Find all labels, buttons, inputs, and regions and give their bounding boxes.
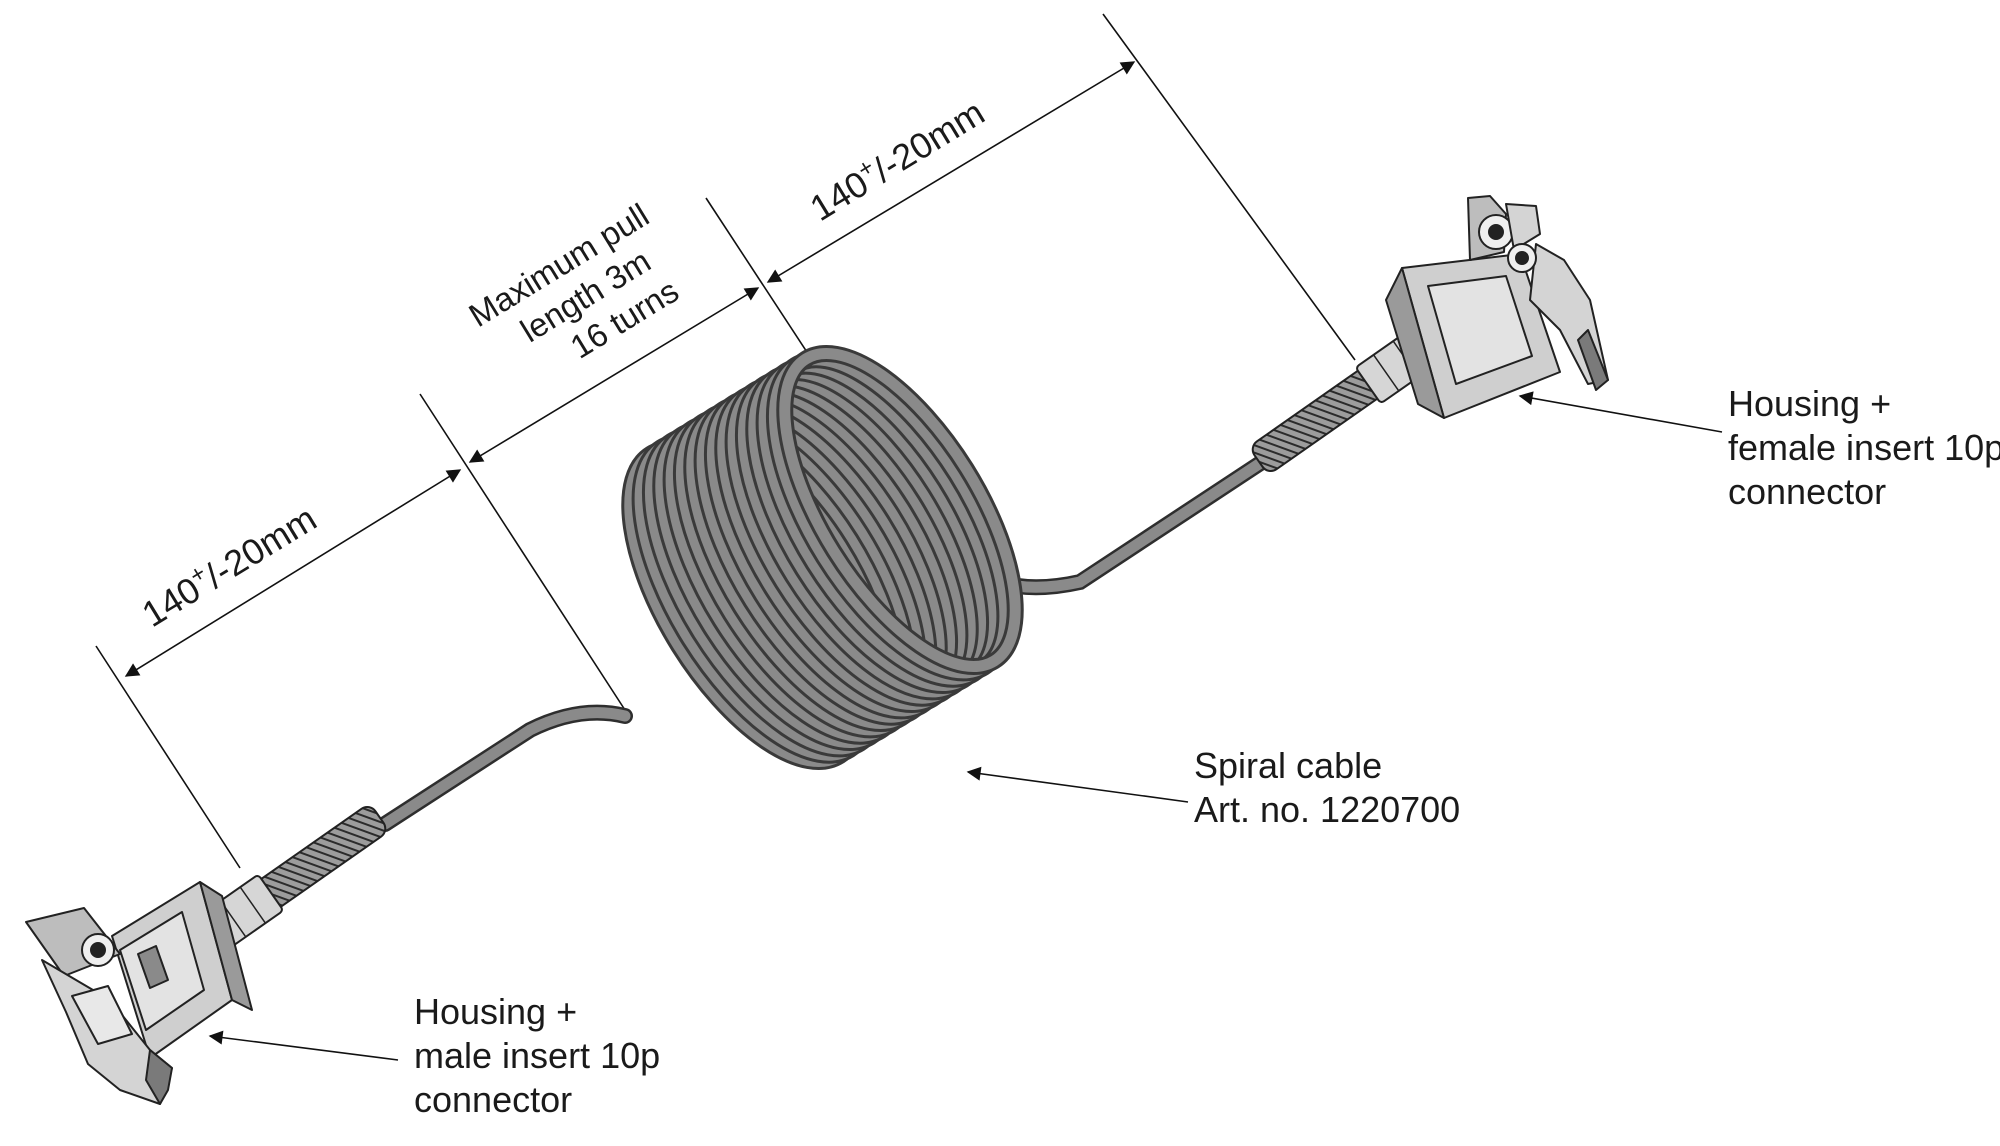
cable-left-core — [379, 707, 631, 830]
leader-lines — [208, 391, 1723, 1061]
cable-left — [377, 704, 633, 832]
male-connector-housing — [25, 881, 253, 1105]
callout-spiral-line1: Spiral cable — [1194, 745, 1383, 786]
extension-line-left-spiral-start — [419, 393, 626, 711]
dimension-line-left — [124, 469, 462, 677]
callout-spiral-line2: Art. no. 1220700 — [1194, 789, 1461, 830]
leader-female — [1518, 391, 1723, 433]
callout-male-connector: Housing + male insert 10p connector — [414, 990, 660, 1122]
dimension-label-left: 140+/-20mm — [134, 496, 324, 635]
coil-turn-core — [779, 347, 1021, 673]
dimension-line-spiral — [468, 287, 760, 463]
leader-male — [208, 1030, 399, 1061]
spiral-coil — [621, 344, 1024, 771]
extension-line-male-end — [95, 645, 241, 869]
callout-spiral-cable: Spiral cable Art. no. 1220700 — [1194, 744, 1460, 832]
dimension-line-right — [766, 61, 1136, 283]
callout-male-line2: male insert 10p — [414, 1035, 661, 1076]
dimension-label-spiral: Maximum pull length 3m 16 turns — [462, 196, 684, 366]
callout-female-line3: connector — [1728, 471, 1887, 512]
callout-female-connector: Housing + female insert 10p connector — [1728, 382, 2000, 514]
dimension-label-right: 140+/-20mm — [802, 90, 992, 229]
callout-male-line3: connector — [414, 1079, 573, 1120]
extension-line-female-end — [1102, 13, 1356, 361]
female-connector-housing — [1385, 195, 1609, 419]
dimension-lines — [124, 61, 1136, 677]
callout-female-line2: female insert 10p — [1728, 427, 2000, 468]
leader-spiral — [966, 766, 1189, 803]
callout-male-line1: Housing + — [414, 991, 578, 1032]
callout-female-line1: Housing + — [1728, 383, 1892, 424]
